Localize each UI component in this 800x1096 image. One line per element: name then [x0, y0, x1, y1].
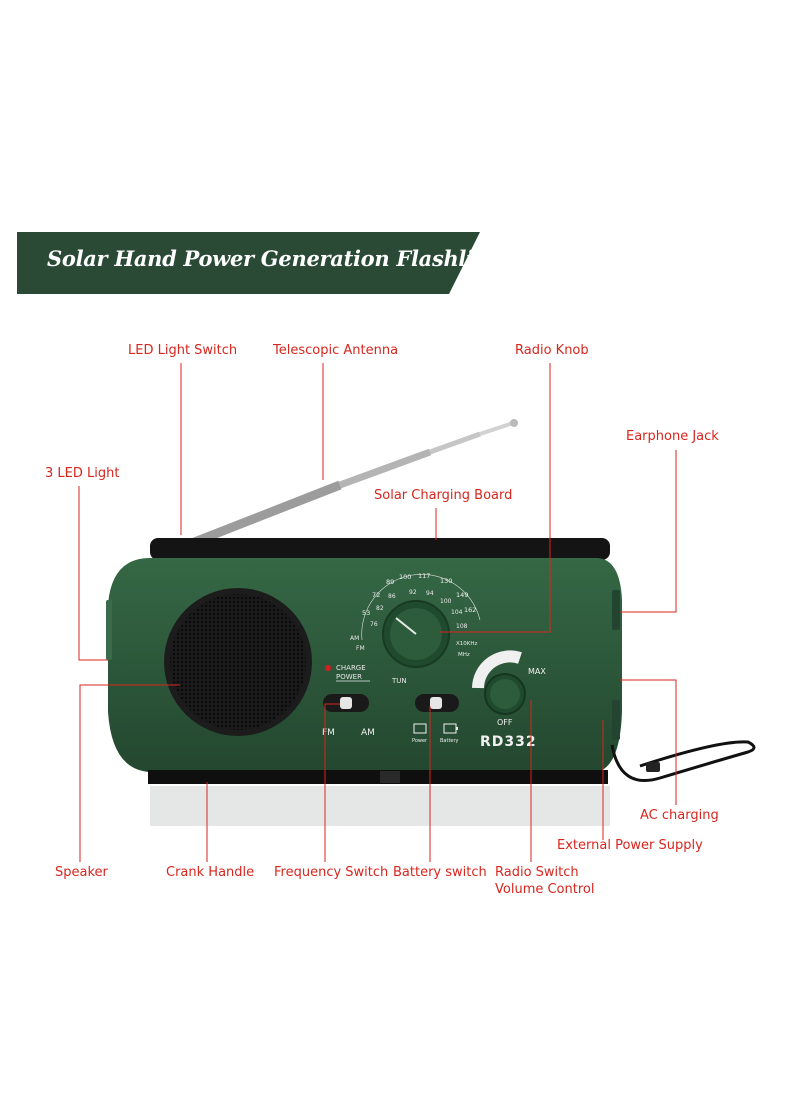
dial-number: 72: [372, 591, 380, 599]
model-label: RD332: [480, 734, 537, 750]
charge-text: CHARGE: [336, 664, 366, 672]
label-led-light: 3 LED Light: [45, 466, 120, 481]
speaker-grille: [170, 594, 306, 730]
dial-number: 82: [376, 605, 384, 612]
lanyard: [610, 740, 756, 783]
led-light: [106, 600, 112, 660]
label-ac-charging: AC charging: [640, 808, 719, 823]
label-frequency-switch: Frequency Switch: [274, 865, 389, 880]
dial-number: 92: [409, 589, 417, 596]
telescopic-antenna[interactable]: [190, 419, 518, 548]
dial-number: 149: [456, 591, 468, 599]
dial-number: 108: [456, 623, 468, 630]
power-icon-label: Power: [412, 738, 428, 744]
label-radio-switch: Radio Switch: [495, 865, 579, 880]
dial-number: 86: [388, 593, 396, 600]
label-radio-knob: Radio Knob: [515, 343, 589, 358]
crank-handle[interactable]: [380, 771, 400, 783]
am-label: AM: [361, 728, 375, 738]
power-icon: [413, 723, 427, 734]
label-earphone-jack: Earphone Jack: [626, 429, 719, 444]
battery-switch[interactable]: [415, 694, 459, 712]
dial-outer-numbers: 53 72 89 100 117 130 149 162: [362, 572, 476, 617]
dial-am-label: AM: [350, 635, 359, 642]
battery-icon: [443, 723, 458, 734]
reflection: [150, 786, 610, 826]
label-volume-control: Volume Control: [495, 882, 595, 897]
radio-base: [148, 770, 608, 784]
title-banner: Solar Hand Power Generation Flashlight R…: [17, 232, 587, 294]
leader-lines: [78, 363, 677, 862]
label-led-light-switch: LED Light Switch: [128, 343, 238, 358]
volume-scale: [472, 650, 522, 689]
dial-number: 53: [362, 609, 370, 617]
ac-charging-port[interactable]: [612, 700, 620, 740]
dial-number: 100: [399, 573, 411, 581]
dial-inner-numbers: 76 82 86 92 94 100 104 108: [370, 589, 468, 630]
label-battery-switch: Battery switch: [393, 865, 487, 880]
dial-scale: [361, 574, 481, 641]
label-external-power-supply: External Power Supply: [557, 838, 703, 853]
label-crank-handle: Crank Handle: [166, 865, 255, 880]
dial-number: 117: [418, 572, 430, 580]
dial-number: 76: [370, 621, 378, 628]
banner-title: Solar Hand Power Generation Flashlight R…: [47, 246, 587, 271]
banner-background: [17, 232, 480, 294]
tun-label: TUN: [391, 677, 407, 685]
frequency-switch[interactable]: [323, 694, 369, 712]
off-label: OFF: [497, 718, 513, 727]
max-label: MAX: [528, 667, 546, 676]
volume-knob[interactable]: [484, 673, 526, 715]
dial-number: 104: [451, 609, 463, 616]
dial-number: 94: [426, 590, 434, 597]
charge-led: [325, 665, 331, 671]
dial-number: 100: [440, 598, 452, 605]
solar-charging-board: [150, 538, 610, 560]
battery-icon-label: Battery: [440, 738, 459, 744]
radio-tuning-knob[interactable]: [382, 600, 450, 668]
dial-mhz-label: MHz: [458, 652, 470, 658]
fm-label: FM: [322, 728, 335, 738]
dial-number: 89: [386, 578, 394, 586]
dial-number: 130: [440, 577, 452, 585]
label-telescopic-antenna: Telescopic Antenna: [273, 343, 399, 358]
dial-number: 162: [464, 606, 476, 614]
power-text: POWER: [336, 673, 362, 681]
label-solar-charging-board: Solar Charging Board: [374, 488, 513, 503]
dial-fm-label: FM: [356, 645, 365, 652]
dial-khz-label: X10KHz: [456, 641, 478, 647]
earphone-jack[interactable]: [612, 590, 620, 630]
label-speaker: Speaker: [55, 865, 108, 880]
